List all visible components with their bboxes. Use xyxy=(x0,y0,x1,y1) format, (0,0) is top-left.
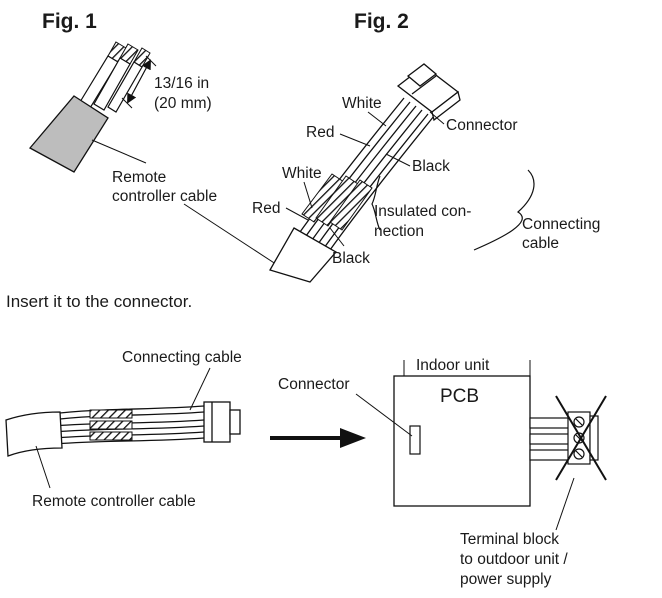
lower-remote-cable-label: Remote controller cable xyxy=(32,493,196,510)
fig1-cable-leader xyxy=(91,139,147,164)
terminal-label-line3: power supply xyxy=(460,571,552,588)
fig2-connecting-brace xyxy=(473,169,535,251)
terminal-block xyxy=(529,411,599,465)
pcb-connector-socket xyxy=(409,425,421,455)
terminal-cross-out xyxy=(555,395,607,481)
terminal-leader xyxy=(555,477,575,531)
fig2-connecting-line1: Connecting xyxy=(522,216,600,233)
fig2-title: Fig. 2 xyxy=(354,10,409,33)
fig2-red-bottom-label: Red xyxy=(252,200,280,217)
fig1-dimension xyxy=(121,55,157,109)
fig2-insulated-line1: Insulated con- xyxy=(374,203,471,220)
fig2-wires xyxy=(299,97,435,251)
lower-cable-jacket xyxy=(5,411,63,457)
fig1-inner-conductors xyxy=(79,55,143,113)
fig2-cable-jacket xyxy=(269,227,338,283)
fig1-title: Fig. 1 xyxy=(42,10,97,33)
fig1-cable-label-line1: Remote xyxy=(112,169,166,186)
fig2-connector-label: Connector xyxy=(446,117,518,134)
lower-connector-label: Connector xyxy=(278,376,350,393)
fig1-to-fig2-leader xyxy=(183,203,289,273)
pcb-label: PCB xyxy=(440,386,479,407)
lower-insulated-sleeves xyxy=(89,409,133,441)
fig2-white-bottom-label: White xyxy=(282,165,322,182)
lower-connecting-cable-label: Connecting cable xyxy=(122,349,242,366)
instruction-text: Insert it to the connector. xyxy=(6,292,192,311)
fig1-cable-jacket xyxy=(28,95,109,173)
lower-connector-leader xyxy=(355,393,413,437)
lower-connector xyxy=(203,401,241,443)
lower-connecting-leader xyxy=(189,367,211,411)
terminal-label-line1: Terminal block xyxy=(460,531,559,548)
insert-arrow xyxy=(270,428,366,448)
fig2-white-top-label: White xyxy=(342,95,382,112)
lower-group: Connecting cable Remote controller cable… xyxy=(5,349,607,588)
terminal-label-line2: to outdoor unit / xyxy=(460,551,568,568)
fig2-black-bottom-label: Black xyxy=(332,250,370,267)
fig2-connecting-line2: cable xyxy=(522,235,559,252)
fig2-insulated-sleeves xyxy=(301,173,373,231)
fig1-cable-label-line2: controller cable xyxy=(112,188,217,205)
fig1-group: Fig. 1 13/16 in (20 mm) Remote controlle… xyxy=(28,10,289,273)
fig2-insulated-brace xyxy=(371,175,381,231)
fig1-strip-length-line1: 13/16 in xyxy=(154,75,209,92)
fig1-strip-length-line2: (20 mm) xyxy=(154,95,212,112)
fig2-group: Fig. 2 White Red Connector xyxy=(252,10,600,283)
lower-remote-leader xyxy=(35,445,51,489)
fig2-connector xyxy=(396,63,461,122)
fig2-red-top-label: Red xyxy=(306,124,334,141)
fig2-insulated-line2: nection xyxy=(374,223,424,240)
fig2-black-top-label: Black xyxy=(412,158,450,175)
lower-indoor-unit-label: Indoor unit xyxy=(416,357,490,374)
